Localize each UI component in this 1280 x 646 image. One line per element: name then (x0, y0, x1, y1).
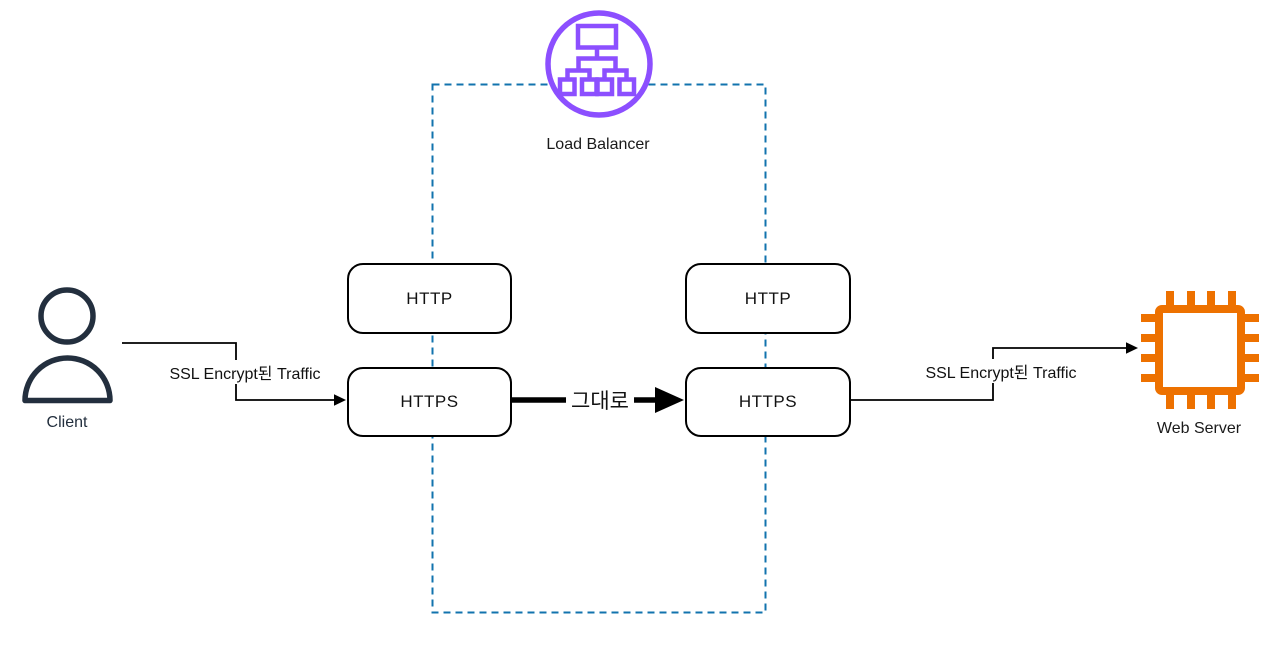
https-listener-back-box: HTTPS (685, 367, 851, 437)
https-listener-back-label: HTTPS (738, 392, 798, 411)
web-server-chip-icon (1141, 291, 1259, 409)
http-listener-front-label: HTTP (406, 288, 453, 308)
load-balancer-icon (545, 10, 653, 118)
ssl-traffic-label-left: SSL Encrypt된 Traffic (166, 360, 324, 384)
https-listener-front-label: HTTPS (400, 392, 459, 411)
passthrough-label: 그대로 (566, 385, 634, 415)
load-balancer-label: Load Balancer (546, 136, 650, 153)
client-label: Client (46, 414, 88, 431)
web-server-label: Web Server (1156, 420, 1242, 437)
http-listener-back-label: HTTP (744, 288, 792, 308)
load-balancer-boundary-dashed-box (431, 83, 767, 614)
http-listener-back-box: HTTP (685, 263, 851, 334)
ssl-traffic-label-right: SSL Encrypt된 Traffic (922, 359, 1080, 383)
client-person-icon (22, 287, 113, 404)
http-listener-front-box: HTTP (347, 263, 512, 334)
https-listener-front-box: HTTPS (347, 367, 512, 437)
